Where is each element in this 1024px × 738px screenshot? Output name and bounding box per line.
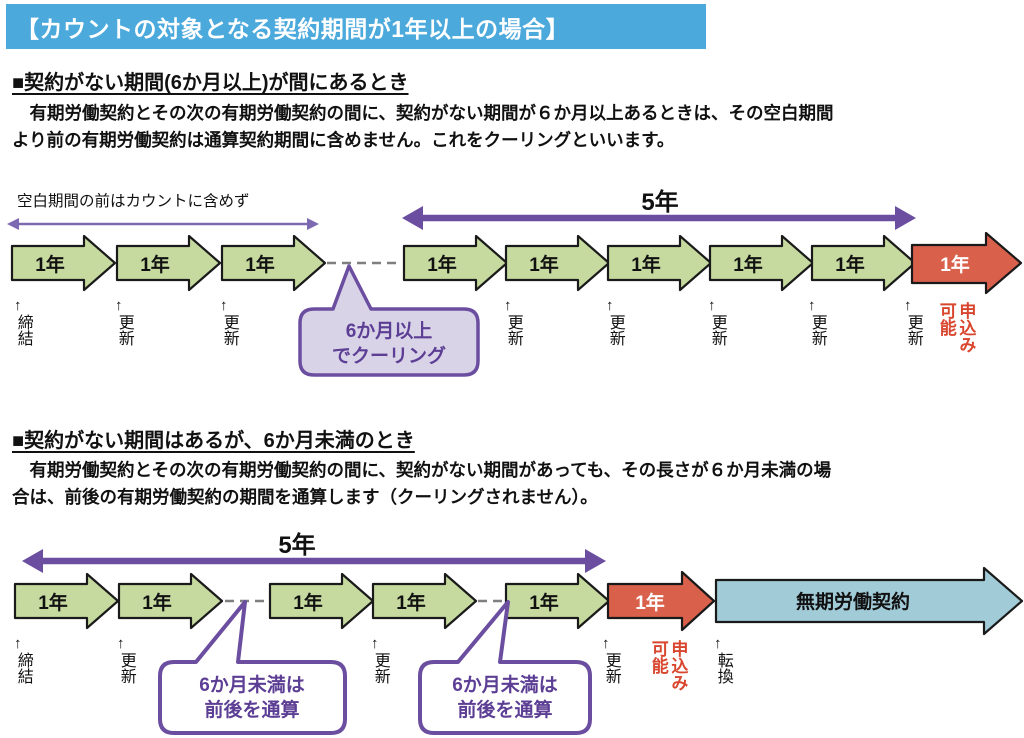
contract-year-arrow [268,572,375,630]
marker-label: 更新 [708,314,726,346]
no-cooling-callout-line2: 前後を通算 [457,698,552,721]
contract-year-arrow [606,234,713,292]
up-arrow-icon: ↑ [504,297,512,314]
marker-conclusion: ↑ 締結 [14,635,32,684]
cooling-callout-bubble [298,264,480,377]
segment-label: 1年 [293,591,323,614]
marker-label: 更新 [371,652,389,684]
up-arrow-icon: ↑ [115,297,123,314]
marker-renewal: ↑ 更新 [602,635,620,684]
segment-label: 1年 [427,253,457,276]
page-title-bar: 【カウントの対象となる契約期間が1年以上の場合】 [6,4,706,49]
marker-renewal: ↑ 更新 [808,297,826,346]
five-year-span-arrow-1 [402,206,916,230]
marker-label: 更新 [504,314,522,346]
segment-label: 1年 [142,591,172,614]
segment-label: 1年 [631,253,661,276]
up-arrow-icon: ↑ [220,297,228,314]
marker-label: 更新 [602,652,620,684]
marker-renewal: ↑ 更新 [504,297,522,346]
marker-label: 更新 [220,314,238,346]
segment-label: 1年 [529,591,559,614]
contract-year-arrow [115,234,222,292]
contract-year-arrow [708,234,815,292]
up-arrow-icon: ↑ [808,297,816,314]
contract-year-arrow [220,234,327,292]
application-possible-col2: 可能 [648,640,668,674]
page-title: 【カウントの対象となる契約期間が1年以上の場合】 [16,15,570,42]
up-arrow-icon: ↑ [904,297,912,314]
application-possible-col1: 申込み [668,640,688,691]
segment-label: 1年 [835,253,865,276]
marker-conversion: ↑ 転換 [714,635,732,684]
up-arrow-icon: ↑ [117,635,125,652]
up-arrow-icon: ↑ [14,635,22,652]
cooling-callout-line2: でクーリング [332,344,446,367]
application-year-arrow [606,570,716,632]
section1-body: 有期労働契約とその次の有期労働契約の間に、契約がない期間が６か月以上あるときは、… [12,103,834,151]
application-year-arrow [910,231,1023,295]
application-possible-label: 申込み 可能 [648,640,688,691]
blank-period-arrow [7,218,319,230]
marker-renewal: ↑ 更新 [115,297,133,346]
marker-label: 更新 [115,314,133,346]
segment-label: 1年 [35,253,65,276]
marker-label: 締結 [14,314,32,346]
segment-label-red: 1年 [940,253,970,276]
contract-year-arrow [504,572,611,630]
up-arrow-icon: ↑ [714,635,722,652]
five-year-label-2: 5年 [278,531,315,559]
permanent-contract-label: 無期労働契約 [796,590,910,613]
marker-renewal: ↑ 更新 [371,635,389,684]
marker-renewal: ↑ 更新 [904,297,922,346]
application-possible-col1: 申込み [956,302,976,353]
segment-label: 1年 [733,253,763,276]
marker-renewal: ↑ 更新 [708,297,726,346]
blank-period-note: 空白期間の前はカウントに含めず [17,193,250,210]
section2-heading: ■契約がない期間はあるが、6か月未満のとき [12,430,415,452]
five-year-span-arrow-2 [22,549,606,573]
no-cooling-callout-bubble [418,600,592,735]
contract-year-arrow [504,234,611,292]
cooling-callout-line1: 6か月以上 [346,320,433,342]
marker-renewal: ↑ 更新 [117,635,135,684]
no-cooling-callout-line1: 6か月未満は [199,673,305,696]
contract-year-arrow [402,234,509,292]
segment-label: 1年 [38,591,68,614]
segment-label-red: 1年 [635,591,665,614]
contract-year-arrow [117,572,224,630]
segment-label: 1年 [140,253,170,276]
no-cooling-callout-line2: 前後を通算 [204,698,299,721]
marker-renewal: ↑ 更新 [220,297,238,346]
application-possible-label: 申込み 可能 [936,302,976,353]
segment-label: 1年 [529,253,559,276]
marker-conclusion: ↑ 締結 [14,297,32,346]
contract-year-arrow [10,234,117,292]
marker-renewal: ↑ 更新 [606,297,624,346]
contract-year-arrow [13,572,120,630]
contract-year-arrow [371,572,478,630]
up-arrow-icon: ↑ [606,297,614,314]
marker-label: 更新 [904,314,922,346]
marker-label: 更新 [808,314,826,346]
segment-label: 1年 [396,591,426,614]
section2-body: 有期労働契約とその次の有期労働契約の間に、契約がない期間があっても、その長さが６… [12,460,832,508]
contract-year-arrow [810,234,917,292]
no-cooling-callout-bubble [158,600,347,735]
permanent-contract-arrow [714,566,1024,636]
no-cooling-callout-line1: 6か月未満は [452,673,558,696]
five-year-label-1: 5年 [641,188,678,216]
marker-label: 締結 [14,652,32,684]
section1-heading: ■契約がない期間(6か月以上)が間にあるとき [12,72,409,94]
up-arrow-icon: ↑ [371,635,379,652]
application-possible-col2: 可能 [936,302,956,336]
marker-label: 更新 [606,314,624,346]
up-arrow-icon: ↑ [602,635,610,652]
up-arrow-icon: ↑ [14,297,22,314]
marker-label: 更新 [117,652,135,684]
segment-label: 1年 [245,253,275,276]
marker-label: 転換 [714,652,732,684]
up-arrow-icon: ↑ [708,297,716,314]
